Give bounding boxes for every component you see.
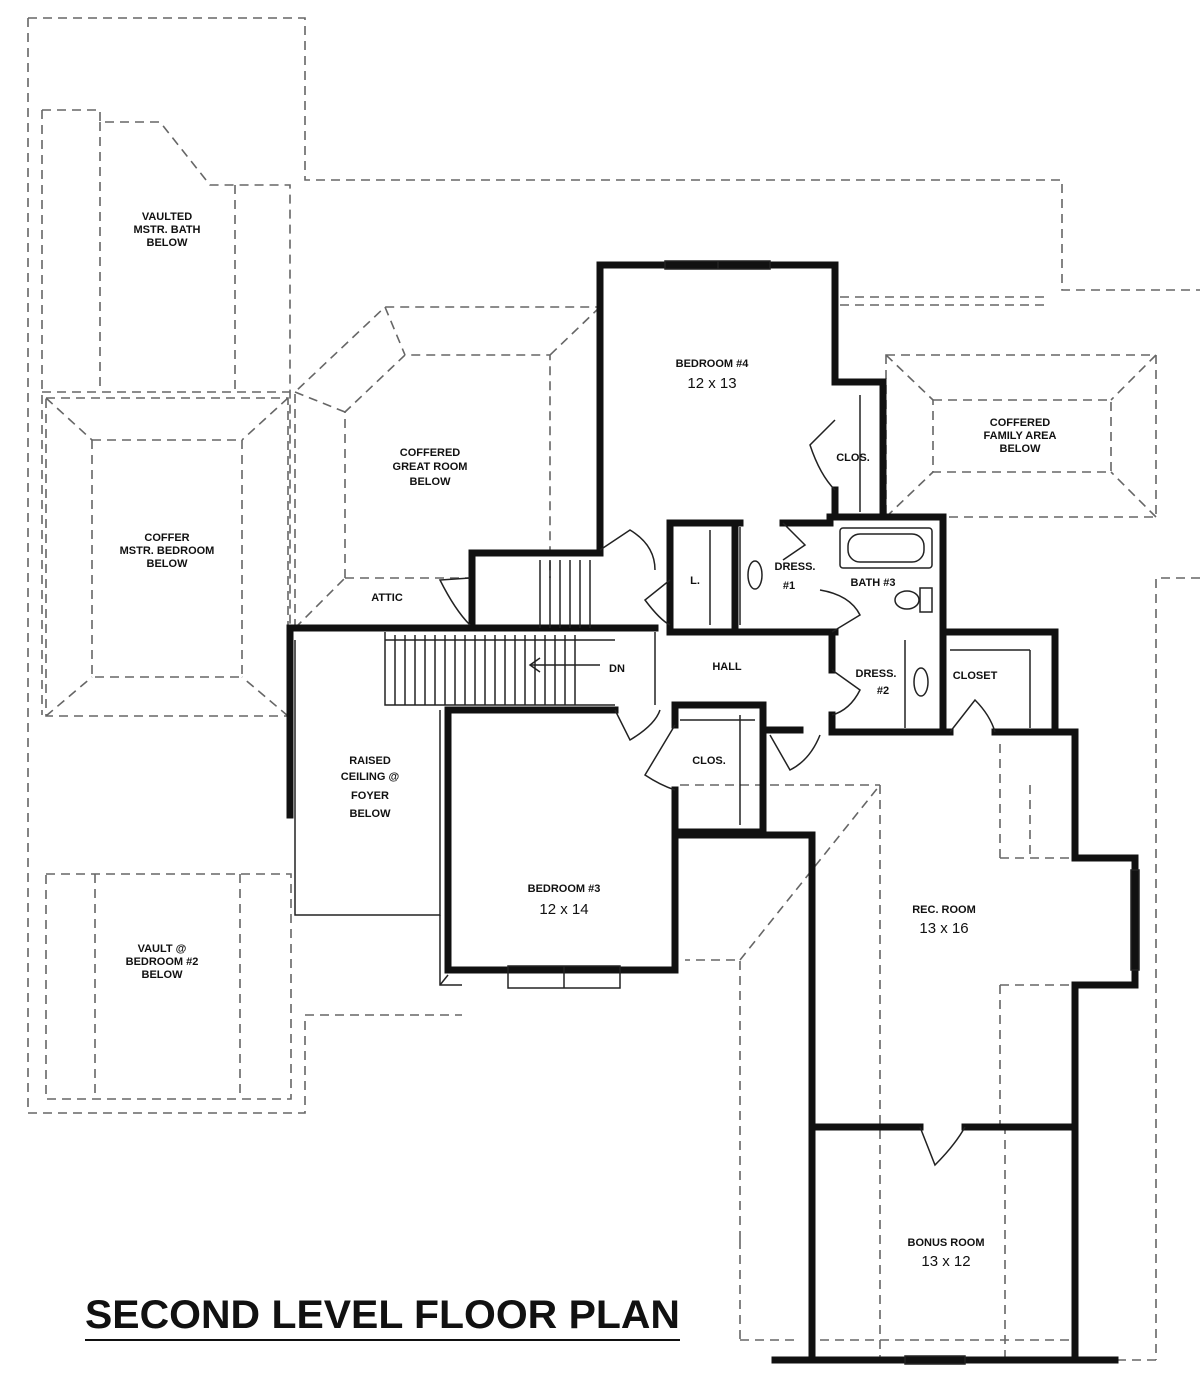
label-clos-bed3: CLOS. xyxy=(692,755,726,767)
label-clos-bed4: CLOS. xyxy=(836,452,870,464)
label-bedroom4-size: 12 x 13 xyxy=(687,375,736,392)
label-bonus-room-size: 13 x 12 xyxy=(921,1253,970,1270)
label-attic: ATTIC xyxy=(371,592,403,604)
label-bonus-room-name: BONUS ROOM xyxy=(908,1237,985,1249)
label-coffer-bedroom-2: MSTR. BEDROOM xyxy=(120,545,215,557)
label-dress2-1: DRESS. xyxy=(856,668,897,680)
label-dress1-1: DRESS. xyxy=(775,561,816,573)
label-bedroom4-name: BEDROOM #4 xyxy=(676,358,750,370)
label-coffered-great-3: BELOW xyxy=(410,476,452,488)
stairs xyxy=(294,560,615,916)
label-hall: HALL xyxy=(712,661,742,673)
label-raised-ceiling-1: RAISED xyxy=(349,755,391,767)
label-raised-ceiling-3: FOYER xyxy=(351,790,389,802)
label-coffer-bedroom-1: COFFER xyxy=(144,532,189,544)
label-rec-room-size: 13 x 16 xyxy=(919,920,968,937)
label-vault-bedroom2-3: BELOW xyxy=(142,969,184,981)
windows xyxy=(439,260,1140,1365)
label-dress1-2: #1 xyxy=(783,580,795,592)
doors xyxy=(438,419,996,1167)
label-coffered-family-2: FAMILY AREA xyxy=(984,430,1057,442)
label-vaulted-bath-3: BELOW xyxy=(147,237,189,249)
label-vault-bedroom2-1: VAULT @ xyxy=(138,943,187,955)
fixtures xyxy=(654,395,1031,825)
label-coffer-bedroom-3: BELOW xyxy=(147,558,189,570)
label-raised-ceiling-4: BELOW xyxy=(350,808,392,820)
label-dress2-2: #2 xyxy=(877,685,889,697)
label-coffered-family-3: BELOW xyxy=(1000,443,1042,455)
label-bath3: BATH #3 xyxy=(850,577,895,589)
label-vaulted-bath-1: VAULTED xyxy=(142,211,192,223)
label-linen: L. xyxy=(690,575,700,587)
walls xyxy=(286,261,1139,1364)
label-bedroom3-size: 12 x 14 xyxy=(539,901,588,918)
label-vault-bedroom2-2: BEDROOM #2 xyxy=(126,956,199,968)
dashed-outlines xyxy=(27,17,1200,1361)
label-bedroom3-name: BEDROOM #3 xyxy=(528,883,601,895)
label-coffered-great-1: COFFERED xyxy=(400,447,461,459)
label-coffered-family-1: COFFERED xyxy=(990,417,1051,429)
label-closet: CLOSET xyxy=(953,670,998,682)
room-labels: VAULTED MSTR. BATH BELOW COFFER MSTR. BE… xyxy=(120,211,1057,1270)
label-raised-ceiling-2: CEILING @ xyxy=(341,771,400,783)
label-coffered-great-2: GREAT ROOM xyxy=(393,461,468,473)
label-down: DN xyxy=(609,663,625,675)
label-vaulted-bath-2: MSTR. BATH xyxy=(133,224,200,236)
plan-title: SECOND LEVEL FLOOR PLAN xyxy=(85,1293,680,1337)
label-rec-room-name: REC. ROOM xyxy=(912,904,976,916)
